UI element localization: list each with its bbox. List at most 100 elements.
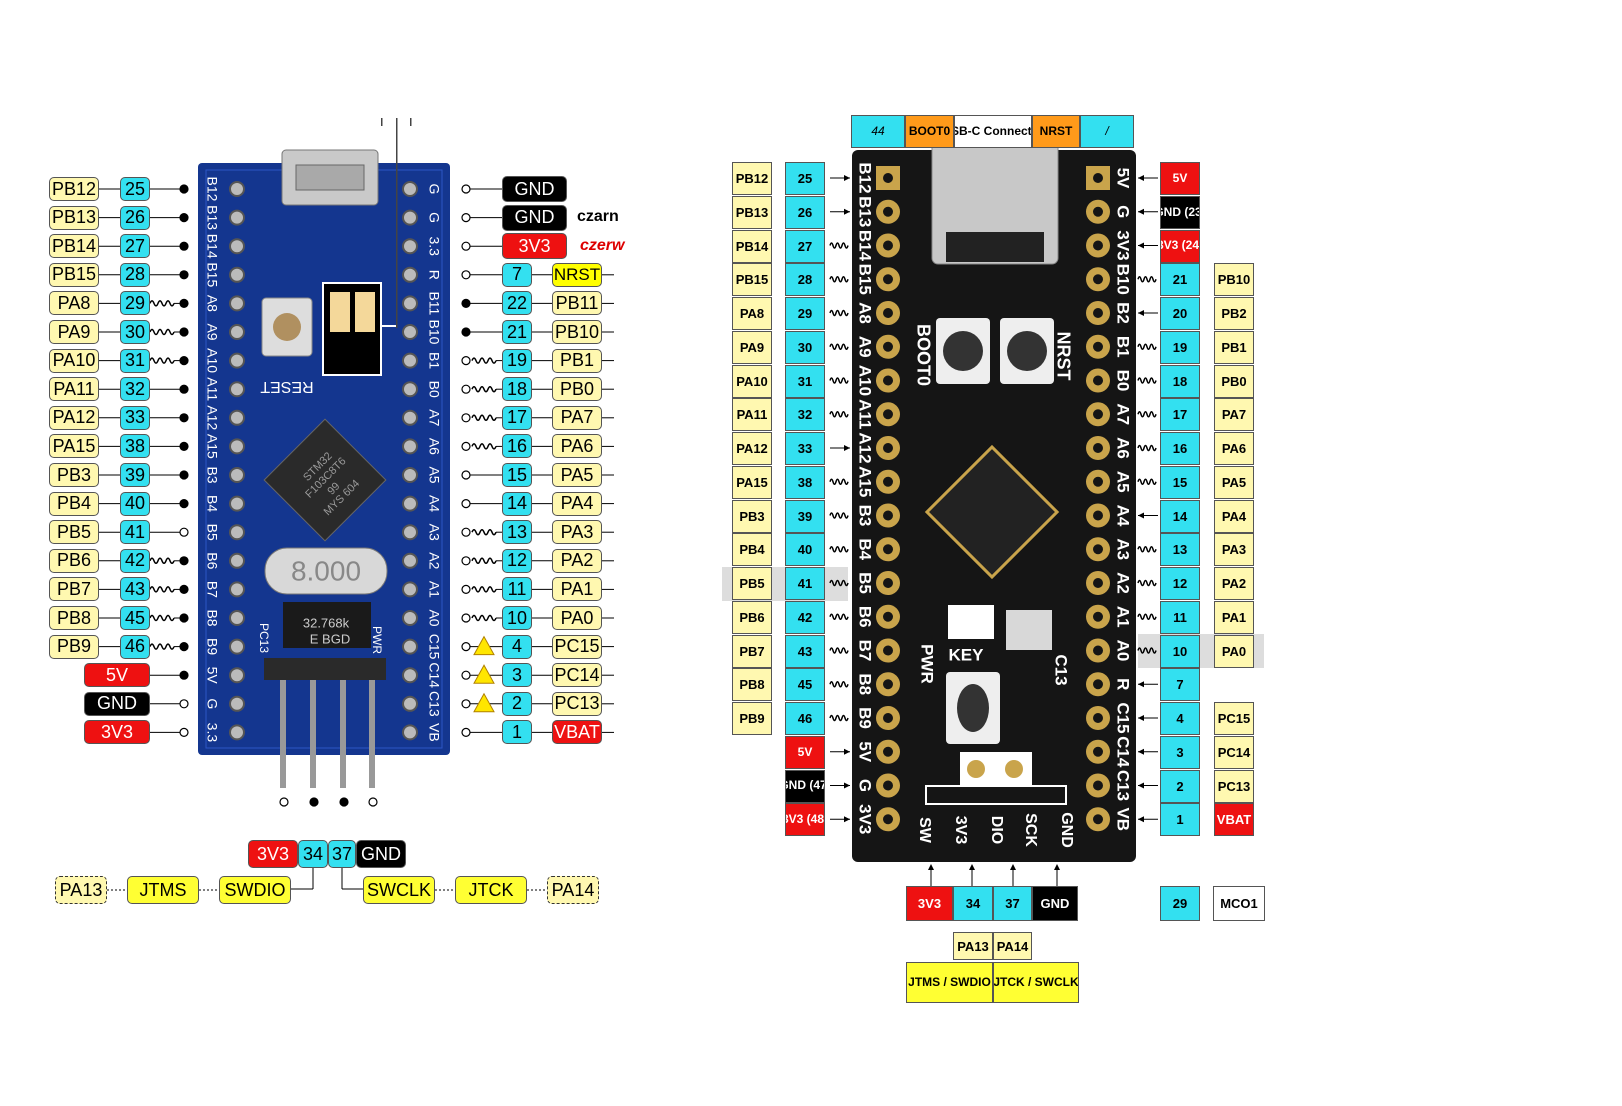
swd-pin-label: 34 — [298, 840, 328, 868]
right-pin-number: 18 — [502, 377, 532, 402]
left-power-label: 5V — [785, 735, 825, 769]
left-pin-number: 25 — [120, 177, 150, 201]
silk-label: B12 — [856, 162, 875, 193]
pin-connector-dot — [461, 213, 471, 223]
silk-label: C14 — [426, 662, 442, 688]
bottom-silk: SCK — [1022, 813, 1039, 847]
nrst-silk: NRST — [1053, 332, 1073, 381]
right-pin-number: 18 — [1160, 364, 1200, 398]
silk-label: 3V3 — [856, 804, 875, 834]
pin-connector-dot — [461, 584, 471, 595]
pin-connector-dot — [461, 670, 471, 680]
pin-connector-dot — [179, 641, 189, 652]
pin-connector-dot — [461, 727, 471, 738]
left-pin-number: 46 — [120, 634, 150, 659]
header-label: USB-C Connector — [954, 115, 1032, 148]
pin-connector-dot — [461, 356, 471, 366]
mco-pin-number: 29 — [1160, 886, 1200, 921]
warning-icon — [473, 692, 495, 713]
right-pin-number: 21 — [502, 320, 532, 344]
right-pin-number: 13 — [502, 520, 532, 545]
left-pin-number: 32 — [785, 398, 825, 432]
left-pin-name: PB4 — [732, 533, 772, 567]
left-pin-number: 42 — [120, 548, 150, 573]
silk-label: A11 — [204, 377, 220, 401]
right-pin-name: PB0 — [552, 377, 602, 402]
left-pin-number: 40 — [785, 533, 825, 567]
left-pin-number: 42 — [785, 600, 825, 634]
silk-label: R — [426, 270, 442, 280]
left-pin-number: 43 — [785, 634, 825, 668]
right-pin-name: PA6 — [1214, 432, 1254, 465]
silk-label: B10 — [426, 320, 442, 345]
right-power-label: GND — [502, 204, 567, 231]
right-power-label: GND — [502, 176, 567, 202]
right-pin-name: PB1 — [1214, 330, 1254, 364]
left-power-label: GND (47) — [785, 769, 825, 803]
pin-connector-dot — [461, 613, 471, 623]
right-pin-name: PA0 — [1214, 634, 1254, 668]
silk-label: A9 — [856, 336, 875, 358]
silk-label: B3 — [856, 505, 875, 527]
silk-label: B1 — [426, 352, 442, 369]
pin-connector-dot — [461, 556, 471, 566]
left-pin-number: 45 — [785, 668, 825, 702]
silk-label: B1 — [1114, 336, 1133, 358]
left-pin-number: 46 — [785, 702, 825, 735]
right-pin-name: PA6 — [552, 434, 602, 459]
silk-label: R — [1114, 678, 1133, 690]
silk-label: B0 — [426, 381, 442, 398]
silk-label: PC13 — [257, 623, 271, 653]
left-pin-name: PA9 — [49, 320, 99, 344]
pin-connector-dot — [461, 184, 471, 194]
right-pin-name: PC13 — [1214, 769, 1254, 803]
left-pin-number: 26 — [120, 205, 150, 230]
right-pin-number: 13 — [1160, 533, 1200, 567]
silk-label: B6 — [856, 606, 875, 628]
pin-connector-dot — [461, 384, 471, 394]
silk-label: A1 — [426, 581, 442, 598]
bottom-silk: GND — [1058, 812, 1075, 848]
bottom-silk: 3V3 — [952, 816, 969, 845]
pin-connector-dot — [179, 184, 189, 194]
right-pin-number: 3 — [1160, 735, 1200, 769]
silk-label: A2 — [1114, 572, 1133, 594]
swclk-label: SWCLK — [363, 876, 435, 904]
right-pin-name: PC15 — [1214, 702, 1254, 735]
swd-pin-label: GND — [356, 840, 406, 868]
right-pin-number: 14 — [1160, 499, 1200, 533]
left-pin-name: PA10 — [732, 364, 772, 398]
silk-label: B8 — [204, 609, 220, 626]
pin-connector-dot — [179, 613, 189, 623]
silk-label: B9 — [204, 638, 220, 655]
right-pin-number: 11 — [502, 577, 532, 602]
silk-label: B3 — [204, 466, 220, 483]
warning-icon — [473, 635, 495, 656]
left-pin-name: PB5 — [49, 520, 99, 545]
right-pin-name: NRST — [552, 262, 602, 287]
right-pin-name: PB2 — [1214, 297, 1254, 330]
right-pin-number: 4 — [502, 634, 532, 659]
silk-label: 3.3 — [204, 723, 220, 743]
left-pin-name: PB7 — [732, 634, 772, 668]
silk-label: A6 — [1114, 437, 1133, 459]
silk-label: B7 — [856, 640, 875, 662]
left-pin-name: PB9 — [732, 702, 772, 735]
left-pin-name: PB14 — [732, 229, 772, 263]
silk-label: A0 — [426, 609, 442, 626]
left-pin-number: 25 — [785, 162, 825, 195]
pin-connector-dot — [179, 470, 189, 480]
silk-label: A15 — [856, 466, 875, 497]
silk-label: B4 — [204, 495, 220, 512]
right-pin-name: PA5 — [552, 463, 602, 487]
silk-label: C13 — [1114, 770, 1133, 801]
right-power-label: GND (23) — [1160, 195, 1200, 229]
pin-connector-dot — [461, 470, 471, 480]
left-pin-name: PB12 — [732, 162, 772, 195]
right-pin-name: PA4 — [552, 491, 602, 516]
silk-label: G — [426, 184, 442, 195]
pin-connector-dot — [179, 584, 189, 595]
header-label: BOOT0 — [905, 115, 954, 148]
pin-connector-dot — [179, 727, 189, 738]
left-pin-number: 39 — [120, 463, 150, 487]
